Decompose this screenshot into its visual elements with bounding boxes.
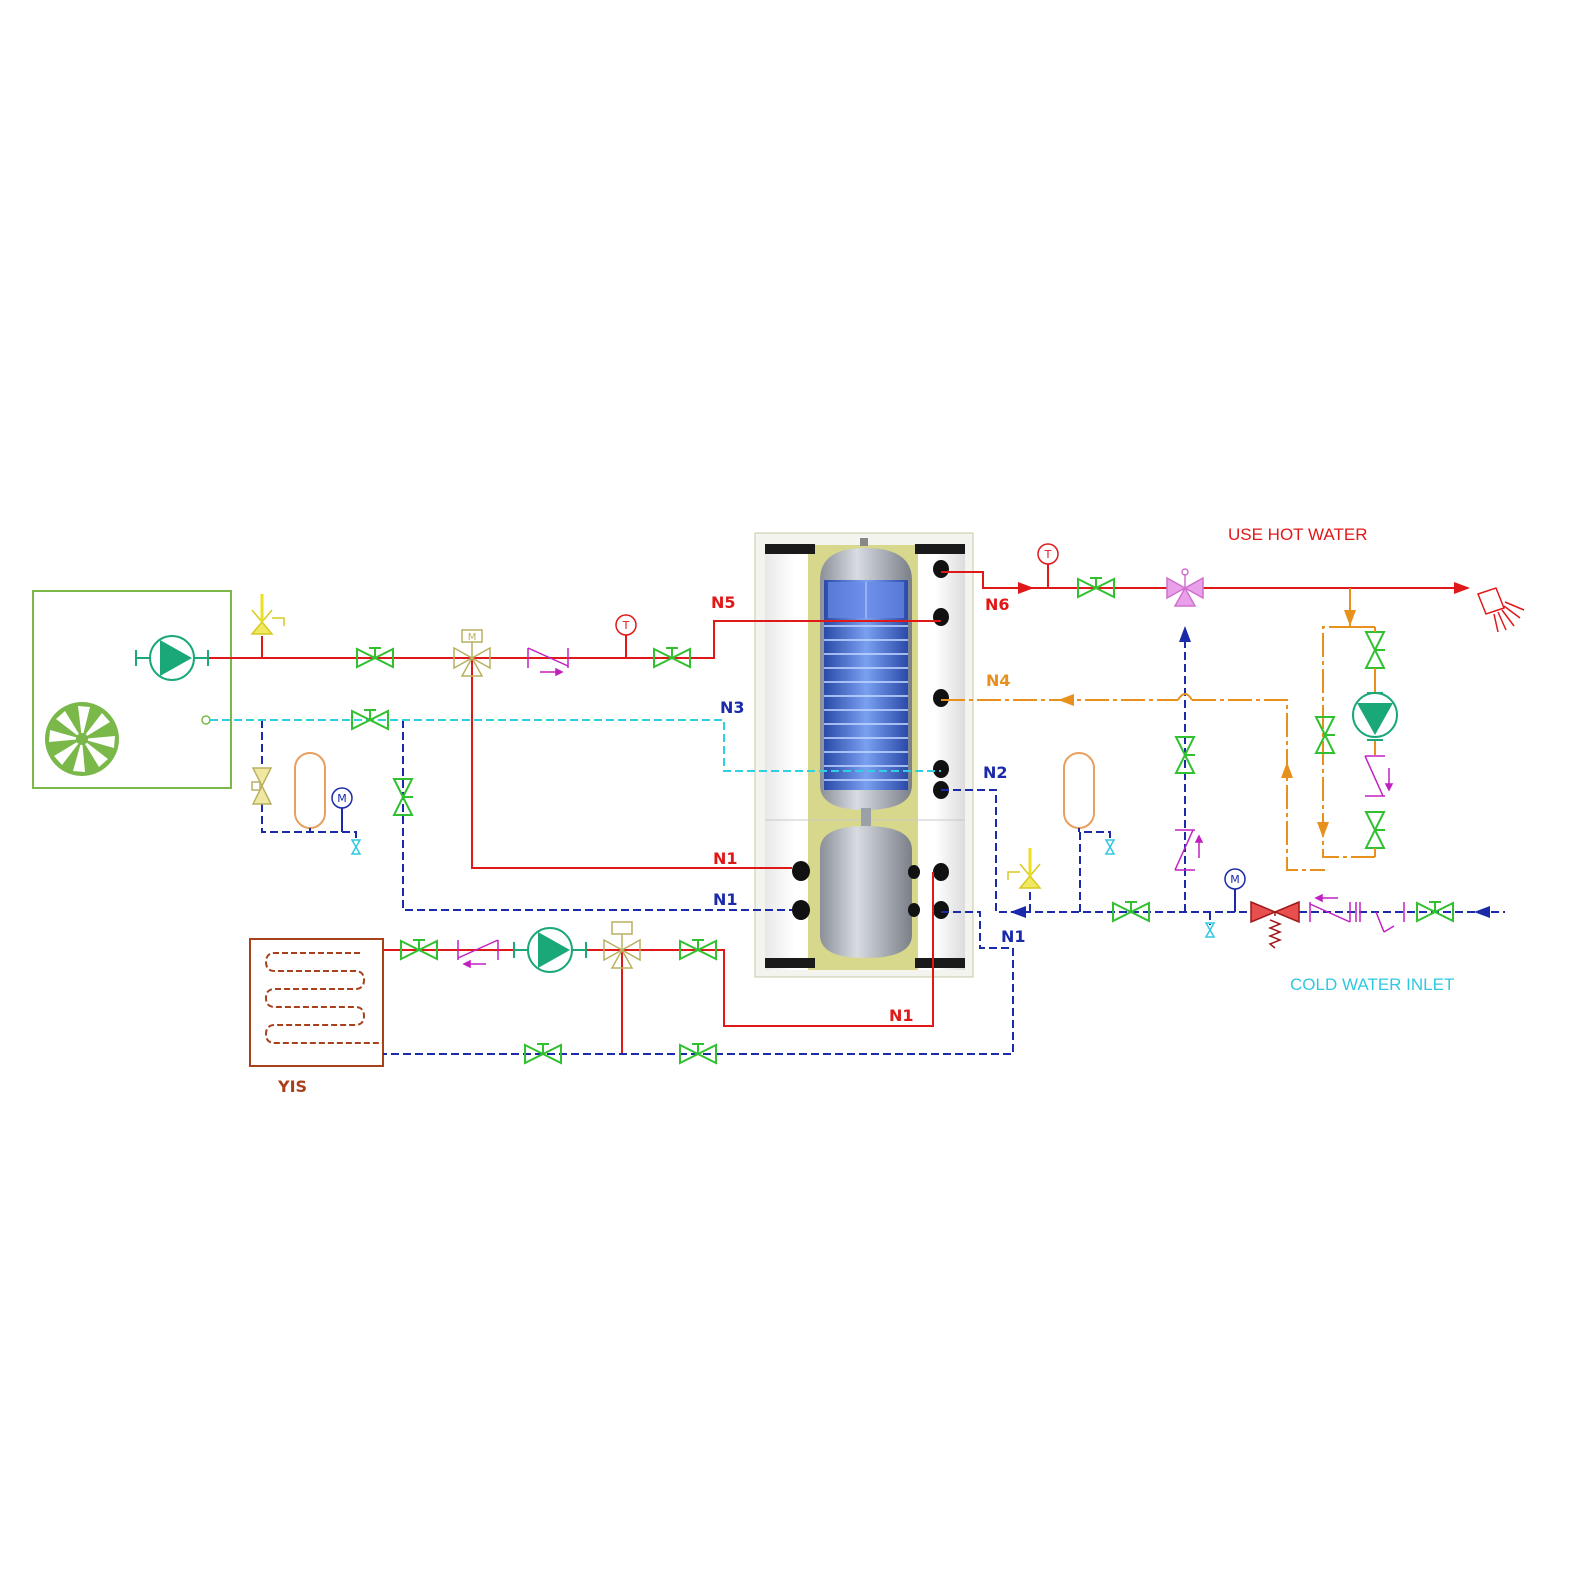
expansion-tanks <box>294 752 1095 832</box>
arrow-hot-out-icon <box>1018 582 1034 594</box>
solar-return-pipe <box>210 719 941 772</box>
check-valve-icon <box>1174 829 1204 871</box>
tank-ports <box>792 560 949 920</box>
valve-icon <box>524 1043 562 1065</box>
dhw-return-pipes <box>941 588 1375 871</box>
valve-icon <box>392 778 414 816</box>
manometer-icon: M <box>1224 868 1246 912</box>
pipe-labels: N5 N6 N4 N3 N2 N1 N1 N1 N1 YIS USE HOT W… <box>277 525 1454 1096</box>
relief-valve-icon <box>251 767 273 805</box>
valve-icon <box>1174 736 1196 774</box>
label-n2: N2 <box>983 763 1008 782</box>
arrow-return-left-icon <box>1058 694 1074 706</box>
unit-port-icon <box>201 715 211 725</box>
thermometer-label: T <box>1044 548 1052 561</box>
valve-icon <box>1364 811 1386 849</box>
thermometer-label: T <box>622 619 630 632</box>
motor-label: M <box>468 632 477 643</box>
thermometer-icon: T <box>1037 543 1059 565</box>
three-way-valve-icon: M <box>453 629 491 677</box>
valve-icon <box>1077 577 1115 599</box>
arrow-loop-down-icon <box>1317 822 1329 838</box>
drain-valve-icon <box>1204 922 1216 938</box>
cold-pipes <box>261 630 1505 1055</box>
safety-valves <box>250 594 1042 889</box>
manometer-label: M <box>1230 873 1240 886</box>
valve-icon <box>351 709 389 731</box>
valve-icon <box>1112 901 1150 923</box>
pump-icon <box>513 927 587 973</box>
label-n5: N5 <box>711 593 736 612</box>
mixing-valve-icon <box>1166 568 1204 607</box>
check-valve-icon <box>457 939 499 969</box>
expansion-tank-icon <box>1063 752 1095 829</box>
valve-icon <box>356 647 394 669</box>
arrow-cold-in-icon <box>1474 906 1490 918</box>
check-valves <box>457 647 1405 969</box>
fan-icon <box>45 702 119 776</box>
label-use-hot-water: USE HOT WATER <box>1228 525 1367 544</box>
check-valve-icon <box>1364 755 1394 797</box>
arrow-return-down-icon <box>1344 610 1356 626</box>
label-yis: YIS <box>277 1077 307 1096</box>
hot-pipes <box>206 563 1468 1054</box>
arrow-cold-tank-icon <box>1010 906 1026 918</box>
expansion-tank-icon <box>294 752 326 829</box>
valve-icon <box>679 939 717 961</box>
ball-valves <box>351 577 1454 1065</box>
label-n1-cold: N1 <box>713 890 738 909</box>
pressure-reducer-icon <box>1250 900 1300 949</box>
three-way-valves: M <box>453 568 1204 969</box>
label-n1-bottom: N1 <box>889 1006 914 1025</box>
valve-icon <box>653 647 691 669</box>
manometer-label: M <box>337 792 347 805</box>
arrow-return-up-icon <box>1281 762 1293 778</box>
label-n4: N4 <box>986 671 1011 690</box>
circulation-pumps <box>135 635 1398 973</box>
label-n3: N3 <box>720 698 745 717</box>
valve-icon <box>400 939 438 961</box>
drain-valve-icon <box>350 839 362 855</box>
arrow-cold-up-icon <box>1179 626 1191 642</box>
arrow-shower-icon <box>1454 582 1470 594</box>
label-n1-hot: N1 <box>713 849 738 868</box>
recirc-branch <box>1350 626 1376 857</box>
three-way-valve-icon <box>603 921 641 969</box>
shower-head-icon <box>1477 587 1525 633</box>
drain-valve-icon <box>1104 839 1116 855</box>
check-valve-icon <box>1309 893 1351 923</box>
coil-turns <box>824 625 908 781</box>
valve-icon <box>1416 901 1454 923</box>
valve-icon <box>679 1043 717 1065</box>
heat-pump-unit <box>32 590 232 789</box>
storage-tank <box>754 532 974 978</box>
safety-valve-icon <box>250 594 285 635</box>
drain-valves <box>350 839 1216 938</box>
thermometer-icon: T <box>615 614 637 636</box>
floor-heating-unit <box>249 938 384 1067</box>
valve-icon <box>1314 716 1336 754</box>
label-n1-right: N1 <box>1001 927 1026 946</box>
pump-icon <box>135 635 209 681</box>
flow-arrows <box>1010 582 1490 918</box>
strainer-icon <box>1355 902 1405 933</box>
pump-icon <box>1352 692 1398 741</box>
label-n6: N6 <box>985 595 1010 614</box>
check-valve-icon <box>527 647 569 677</box>
safety-valve-icon <box>1007 848 1042 889</box>
label-cold-water-inlet: COLD WATER INLET <box>1290 975 1454 994</box>
gauges: M M T T <box>331 543 1246 912</box>
valve-icon <box>1364 631 1386 669</box>
manometer-icon: M <box>331 787 353 832</box>
